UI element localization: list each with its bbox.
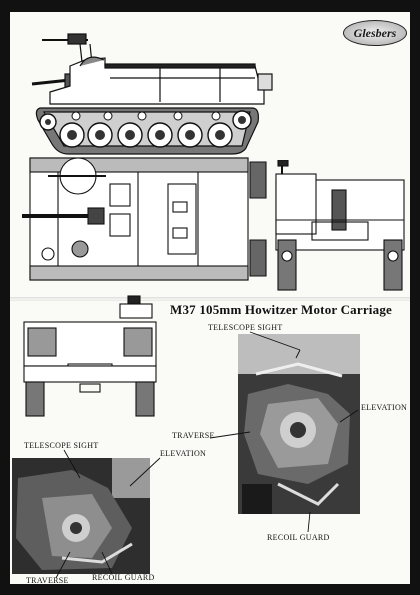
side-view-drawing xyxy=(31,33,273,155)
rear-view-drawing xyxy=(275,160,405,291)
front-view-drawing xyxy=(23,295,157,417)
label-recoil-guard-bottom: RECOIL GUARD xyxy=(92,573,155,582)
model-title: M37 105mm Howitzer Motor Carriage xyxy=(170,302,392,317)
label-traverse-bottom: TRAVERSE xyxy=(26,576,69,584)
photo-traverse-recoil xyxy=(12,458,150,574)
callout-lines xyxy=(55,331,359,579)
photo-sight-elevation xyxy=(238,334,360,514)
label-elevation-right: ELEVATION xyxy=(361,403,408,412)
top-view-drawing xyxy=(22,157,267,281)
brand-logo: Glesbers xyxy=(343,20,407,46)
label-recoil-guard-right: RECOIL GUARD xyxy=(267,533,330,542)
label-telescope-sight-left: TELESCOPE SIGHT xyxy=(24,441,99,450)
label-elevation-left: ELEVATION xyxy=(160,449,207,458)
instruction-sheet: Glesbers xyxy=(10,12,410,584)
fold-line xyxy=(10,297,410,301)
label-telescope-sight-top: TELESCOPE SIGHT xyxy=(208,323,283,332)
brand-logo-text: Glesbers xyxy=(353,25,397,40)
label-traverse-mid: TRAVERSE xyxy=(172,431,215,440)
